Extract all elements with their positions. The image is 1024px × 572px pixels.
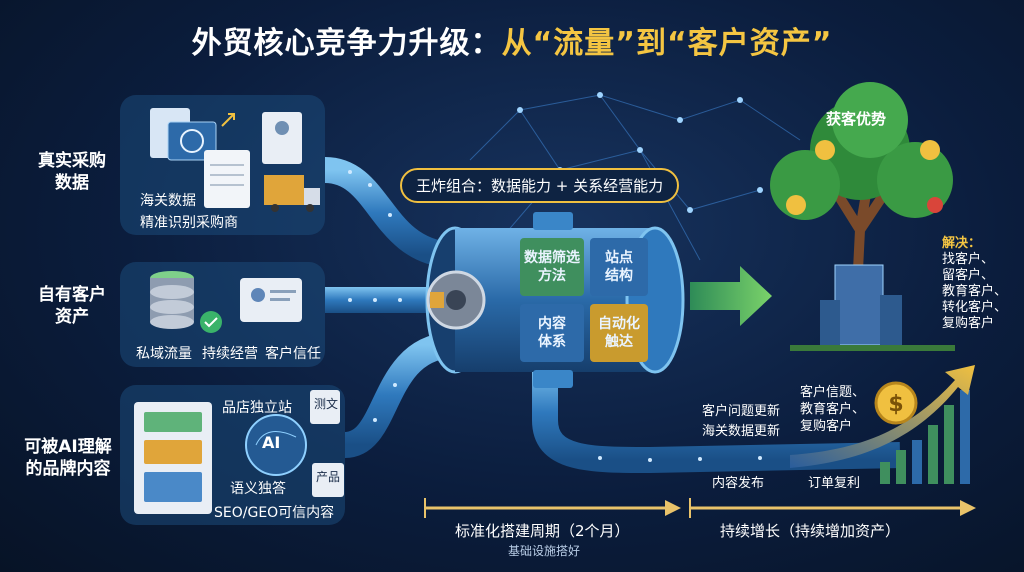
title-part2: 从“流量”到“客户资产” bbox=[501, 26, 833, 61]
sub-customer-trust: 客户信任 bbox=[265, 346, 321, 362]
growth-bars bbox=[880, 390, 970, 484]
profile-card-icon bbox=[240, 278, 302, 322]
solve-title: 解决： bbox=[942, 236, 982, 251]
solve-item: 转化客户、 bbox=[942, 300, 1008, 315]
loop-update-customs: 海关数据更新 bbox=[702, 424, 781, 439]
engine-cell-2-bg bbox=[590, 238, 648, 296]
pipe-procurement bbox=[323, 157, 452, 268]
timeline-phase2: 持续增长（持续增加资产） bbox=[720, 522, 901, 540]
doc-label-2: 产品 bbox=[316, 470, 341, 484]
engine-cell-4-bg bbox=[590, 304, 648, 362]
title-part1: 外贸核心竞争力升级： bbox=[191, 26, 502, 61]
sub-continuous-ops: 持续经营 bbox=[202, 346, 258, 362]
growth-arrow bbox=[790, 365, 975, 468]
timeline-phase1: 标准化搭建周期（2个月） bbox=[455, 522, 630, 540]
loop-order-compound: 订单复利 bbox=[808, 476, 861, 491]
coin-icon: $ bbox=[874, 381, 918, 425]
loop-update-questions: 客户问题更新 bbox=[702, 404, 781, 419]
page-title: 外贸核心竞争力升级：从“流量”到“客户资产” bbox=[0, 18, 1024, 62]
customs-docs-icon bbox=[150, 108, 320, 212]
label-brand: 可被AI理解 的品牌内容 bbox=[24, 437, 112, 479]
sub-standalone-site: 品店独立站 bbox=[222, 400, 292, 416]
solve-item: 教育客户、 bbox=[942, 284, 1008, 299]
timeline bbox=[424, 498, 976, 518]
network-nodes bbox=[517, 92, 763, 213]
label-customers: 自有客户 资产 bbox=[38, 285, 106, 327]
timeline-phase1-sub: 基础设施搭好 bbox=[508, 544, 581, 558]
ai-badge: AI bbox=[262, 433, 281, 452]
flow-dots bbox=[348, 170, 762, 462]
engine-cell-1-bg bbox=[520, 238, 584, 296]
website-page-icon bbox=[134, 402, 212, 514]
ai-brain-icon bbox=[245, 414, 307, 476]
doc-label-1: 测文 bbox=[314, 397, 339, 411]
output-arrow bbox=[690, 266, 772, 326]
solve-item: 找客户、 bbox=[942, 252, 995, 267]
engine-cell-auto-reach: 自动化 触达 bbox=[598, 316, 640, 350]
label-procurement: 真实采购 数据 bbox=[38, 151, 106, 193]
sub-seo-geo: SEO/GEO可信内容 bbox=[214, 505, 335, 521]
combo-pill: 王炸组合：数据能力 + 关系经营能力 bbox=[400, 168, 680, 203]
sub-private-traffic: 私域流量 bbox=[136, 346, 192, 362]
doc-card-1 bbox=[310, 390, 340, 424]
sub-customs-data: 海关数据 bbox=[140, 193, 196, 209]
engine-cell-3-bg bbox=[520, 304, 584, 362]
tree-icon bbox=[770, 82, 953, 331]
svg-text:$: $ bbox=[888, 392, 903, 417]
loop-growth-note: 客户信题、 教育客户、 复购客户 bbox=[800, 385, 866, 434]
loop-content-publish: 内容发布 bbox=[712, 476, 765, 491]
doc-card-2 bbox=[312, 463, 344, 497]
database-icon bbox=[150, 271, 222, 333]
sub-identify-buyers: 精准识别采购商 bbox=[140, 215, 238, 231]
tree-label: 获客优势 bbox=[826, 110, 887, 128]
solve-item: 留客户、 bbox=[942, 268, 995, 283]
sub-semantic-answer: 语义独答 bbox=[230, 481, 286, 497]
solve-list: 解决： 找客户、 留客户、 教育客户、 转化客户、 复购客户 bbox=[942, 236, 1007, 332]
pipe-customers bbox=[325, 287, 445, 313]
engine-cell-content-system: 内容 体系 bbox=[538, 316, 566, 350]
engine-cell-site-structure: 站点 结构 bbox=[605, 250, 633, 284]
engine-cell-data-method: 数据筛选 方法 bbox=[524, 250, 580, 284]
pipe-output bbox=[532, 365, 901, 474]
pipe-brand bbox=[343, 332, 452, 458]
building-icon bbox=[790, 264, 955, 351]
solve-item: 复购客户 bbox=[942, 316, 995, 331]
